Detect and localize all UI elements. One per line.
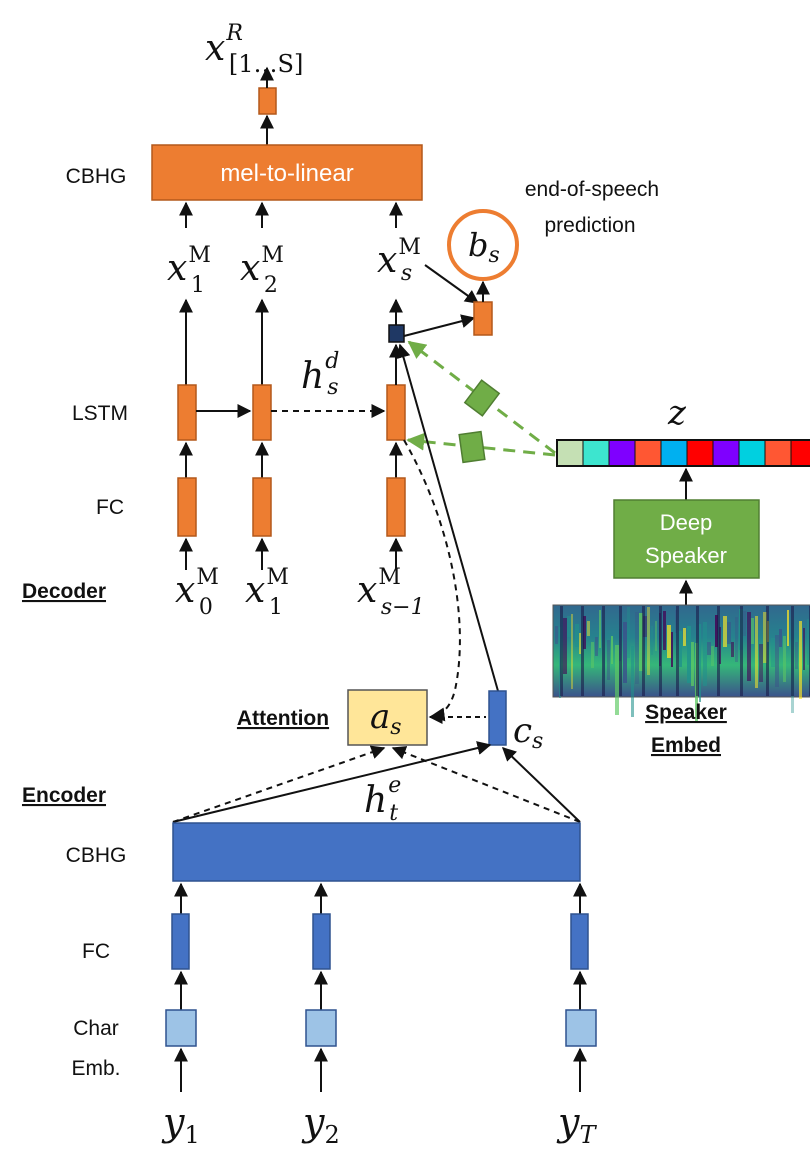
- speaker-group: Deep Speaker Speaker Embed: [406, 340, 810, 757]
- math-x-R: xR[1…S]: [205, 21, 303, 78]
- bs-circle: [447, 209, 519, 281]
- speaker-embed-label-2: Embed: [651, 734, 721, 757]
- navy-projection-box: [388, 324, 405, 343]
- math-yT: yT: [556, 1100, 597, 1149]
- mel-to-linear-box: [151, 144, 423, 201]
- encoder-fc-box-1: [171, 913, 190, 970]
- char-emb-box-1: [165, 1009, 197, 1047]
- green-proj-box-2: [458, 430, 486, 464]
- math-y2: y2: [301, 1100, 340, 1149]
- embedding-cell: [790, 439, 810, 467]
- dashed-enc-right-to-attention: [391, 746, 581, 823]
- dashed-lstm-to-attention: [403, 439, 461, 722]
- embedding-cell: [634, 439, 662, 467]
- char-emb-box-2: [305, 1009, 337, 1047]
- math-bs: bs: [468, 226, 500, 268]
- speaker-embed-label-1: Speaker: [645, 701, 727, 724]
- lstm-box-1: [177, 384, 197, 441]
- attention-label: Attention: [237, 707, 329, 730]
- encoder-fc-box-2: [312, 913, 331, 970]
- lstm-box-2: [252, 384, 272, 441]
- embedding-cell: [764, 439, 792, 467]
- math-as: as: [370, 697, 402, 740]
- arrow-enc-left-to-cs: [172, 741, 492, 823]
- embedding-cell: [686, 439, 714, 467]
- encoder-fc-label: FC: [82, 940, 110, 963]
- green-dashed-to-lstm: [406, 432, 556, 457]
- deep-speaker-box: [613, 499, 760, 579]
- decoder-fc-box-1: [177, 477, 197, 537]
- green-proj-box-1: [463, 379, 501, 417]
- decoder-group: mel-to-linear CBHG LSTM end-of-speech pr…: [22, 66, 659, 603]
- speaker-embedding-vector: [556, 439, 810, 467]
- arrow-xs-to-stop: [424, 264, 480, 304]
- encoder-cbhg-box: [172, 822, 581, 882]
- embedding-cell: [582, 439, 610, 467]
- arrow-enc-right-to-cs: [501, 747, 581, 823]
- arrow-cs-to-navy: [396, 343, 499, 692]
- embedding-cell: [608, 439, 636, 467]
- math-z: z: [667, 393, 687, 433]
- embedding-cell: [712, 439, 740, 467]
- encoder-title: Encoder: [22, 784, 106, 807]
- decoder-fc-box-2: [252, 477, 272, 537]
- deep-speaker-label-2: Speaker: [645, 543, 727, 568]
- encoder-cbhg-label: CBHG: [66, 844, 127, 867]
- math-y1: y1: [161, 1100, 200, 1149]
- dashed-enc-left-to-attention: [172, 745, 386, 823]
- deep-speaker-label-1: Deep: [660, 510, 713, 535]
- speaker-embedding-outline: [556, 439, 810, 467]
- end-of-speech-label-2: prediction: [544, 214, 635, 237]
- arrow-navy-to-stop: [403, 314, 476, 337]
- mel-to-linear-label: mel-to-linear: [220, 160, 353, 187]
- decoder-fc-box-s: [386, 477, 406, 537]
- char-emb-label-2: Emb.: [71, 1057, 120, 1080]
- context-vector-box: [488, 690, 507, 746]
- decoder-fc-label: FC: [96, 496, 124, 519]
- end-of-speech-label-1: end-of-speech: [525, 178, 659, 201]
- encoder-fc-box-T: [570, 913, 589, 970]
- attention-group: Attention: [237, 343, 507, 746]
- char-emb-box-T: [565, 1009, 597, 1047]
- decoder-cbhg-label: CBHG: [66, 165, 127, 188]
- lstm-box-s: [386, 384, 406, 441]
- lstm-label: LSTM: [72, 402, 128, 425]
- encoder-group: Encoder CBHG FC Char Emb.: [22, 741, 597, 1092]
- mel-spectrogram-image: [552, 604, 810, 722]
- attention-box: [347, 689, 428, 746]
- char-emb-label-1: Char: [73, 1017, 119, 1040]
- linear-output-box: [258, 87, 277, 115]
- embedding-cell: [660, 439, 688, 467]
- embedding-cell: [738, 439, 766, 467]
- stop-token-box: [473, 301, 493, 336]
- math-cs: cs: [513, 711, 543, 754]
- decoder-title: Decoder: [22, 580, 106, 603]
- embedding-cell: [556, 439, 584, 467]
